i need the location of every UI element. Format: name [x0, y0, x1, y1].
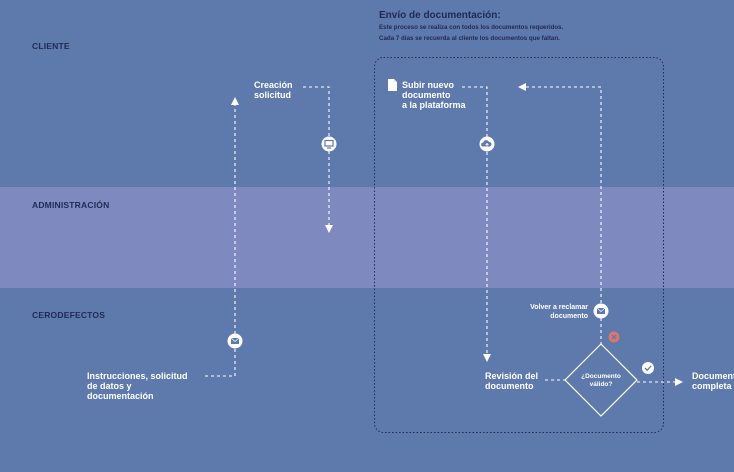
node-instrucciones-line-1: Instrucciones, solicitud — [87, 371, 188, 381]
decision-line-2: válido? — [589, 381, 613, 388]
mail-icon-instrucciones — [227, 333, 243, 349]
lane-label-cerodefectos: CERODEFECTOS — [32, 310, 106, 320]
node-subir-line-1: Subir nuevo — [402, 80, 455, 90]
section-description-1: Este proceso se realiza con todos los do… — [379, 24, 564, 31]
process-container — [374, 57, 664, 433]
node-revision-documento: Revisión del documento — [485, 371, 538, 391]
node-subir-documento: Subir nuevo documento a la plataforma — [402, 80, 466, 110]
node-subir-line-3: a la plataforma — [402, 100, 466, 110]
monitor-icon — [321, 136, 337, 152]
cloud-upload-icon — [479, 136, 495, 152]
connector-decision-reclamar — [518, 83, 602, 345]
decision-diamond — [564, 343, 638, 417]
lane-label-cliente: CLIENTE — [32, 41, 70, 51]
node-subir-line-2: documento — [402, 90, 451, 100]
node-volver-reclamar: Volver a reclamar documento — [500, 304, 588, 321]
node-creacion-solicitud: Creación solicitud — [254, 80, 293, 100]
check-icon — [642, 362, 654, 374]
decision-line-1: ¿Documento — [581, 373, 621, 380]
node-documentacion-completa: Documentación completa — [692, 371, 734, 391]
lane-administracion — [0, 187, 734, 288]
decision-label: ¿Documento válido? — [571, 373, 631, 389]
node-completa-line-1: Documentación — [692, 371, 734, 381]
connector-creacion-administracion — [303, 86, 333, 233]
lane-cliente — [0, 0, 734, 187]
lane-label-administracion: ADMINISTRACIÓN — [32, 200, 110, 210]
node-volver-line-1: Volver a reclamar — [530, 304, 588, 311]
node-volver-line-2: documento — [550, 312, 588, 320]
lane-cerodefectos — [0, 288, 734, 472]
node-revision-line-1: Revisión del — [485, 371, 539, 381]
node-instrucciones-line-2: de datos y — [87, 381, 132, 391]
connector-instrucciones-creacion — [205, 97, 239, 377]
document-icon — [388, 79, 397, 91]
node-creacion-line-2: solicitud — [254, 90, 292, 100]
node-revision-line-2: documento — [485, 381, 534, 391]
mail-icon-reclamar — [593, 303, 609, 319]
section-description-2: Cada 7 días se recuerda al cliente los d… — [379, 35, 560, 42]
node-completa-line-2: completa — [692, 381, 732, 391]
connector-subir-revision — [462, 86, 491, 362]
section-title: Envío de documentación: — [379, 10, 501, 21]
reject-icon — [608, 331, 620, 343]
node-instrucciones-line-3: documentación — [87, 391, 154, 401]
node-creacion-line-1: Creación — [254, 80, 293, 90]
node-instrucciones: Instrucciones, solicitud de datos y docu… — [87, 371, 188, 401]
